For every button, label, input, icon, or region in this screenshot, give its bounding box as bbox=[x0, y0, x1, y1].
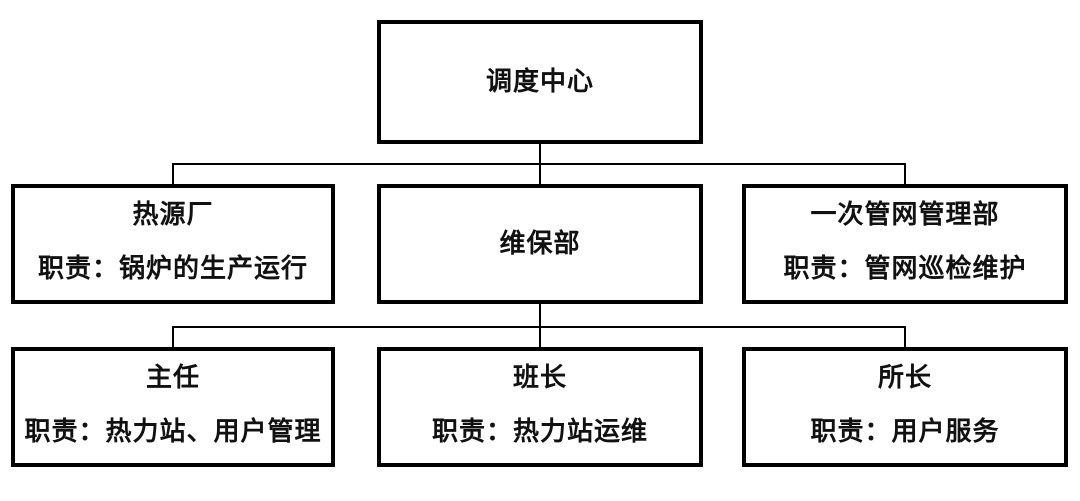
org-node-primary-pipe-network-dept: 一次管网管理部 职责：管网巡检维护 bbox=[742, 184, 1068, 304]
node-duty: 职责：管网巡检维护 bbox=[783, 254, 1027, 283]
connector-level2-horizontal bbox=[172, 163, 906, 165]
connector-level2-right-drop bbox=[904, 163, 906, 184]
connector-level3-right-drop bbox=[904, 326, 906, 347]
node-title: 班长 bbox=[512, 363, 567, 392]
node-duty: 职责：热力站、用户管理 bbox=[24, 417, 322, 446]
node-title: 调度中心 bbox=[485, 67, 594, 96]
org-node-director: 主任 职责：热力站、用户管理 bbox=[11, 347, 335, 467]
node-title: 一次管网管理部 bbox=[810, 200, 1000, 229]
node-duty: 职责：锅炉的生产运行 bbox=[37, 254, 308, 283]
connector-level3-horizontal bbox=[172, 326, 906, 328]
org-node-dispatch-center: 调度中心 bbox=[377, 20, 703, 144]
org-node-station-chief: 所长 职责：用户服务 bbox=[742, 347, 1068, 467]
org-node-team-leader: 班长 职责：热力站运维 bbox=[377, 347, 703, 467]
org-node-maintenance-dept: 维保部 bbox=[377, 184, 703, 304]
node-duty: 职责：热力站运维 bbox=[431, 417, 648, 446]
node-title: 维保部 bbox=[499, 229, 581, 258]
node-title: 热源厂 bbox=[132, 200, 214, 229]
node-duty: 职责：用户服务 bbox=[810, 417, 1000, 446]
connector-level2-left-drop bbox=[172, 163, 174, 184]
node-title: 所长 bbox=[877, 363, 932, 392]
connector-maintenance-stem bbox=[539, 304, 541, 347]
connector-level3-left-drop bbox=[172, 326, 174, 347]
org-node-heat-source-plant: 热源厂 职责：锅炉的生产运行 bbox=[11, 184, 335, 304]
node-title: 主任 bbox=[145, 363, 200, 392]
